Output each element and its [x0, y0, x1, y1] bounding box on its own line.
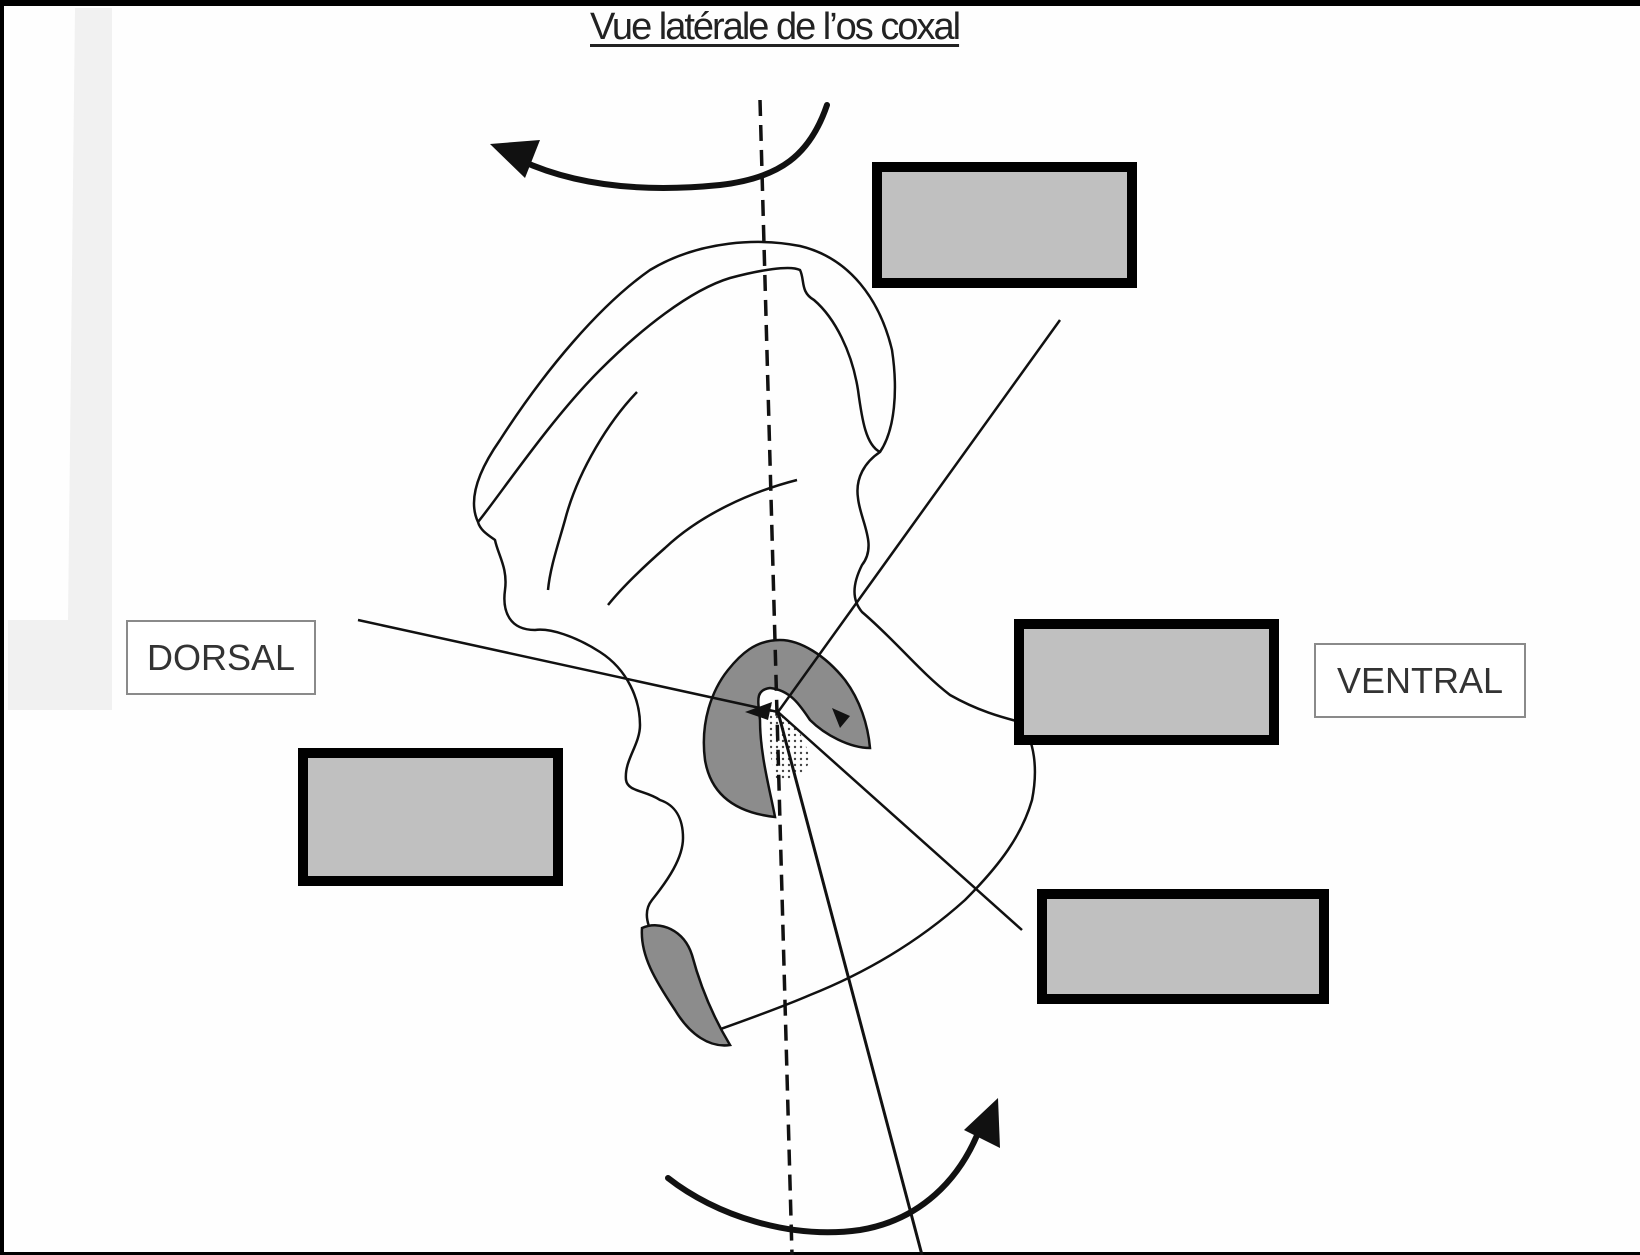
bottom-rotation-arrow [665, 1125, 983, 1236]
background-watermark [8, 8, 112, 710]
acetabular-fossa [769, 705, 810, 782]
ventral-label: VENTRAL [1314, 643, 1526, 718]
diagram-title: Vue latérale de l’os coxal [590, 6, 961, 48]
center-arrowhead-dorsal [745, 702, 772, 720]
caudal-axis-line [776, 711, 924, 1255]
hip-bone-outline [472, 240, 1037, 1032]
vertical-reference-axis [758, 99, 794, 1255]
bottom-rotation-arrowhead [964, 1098, 1000, 1148]
center-arrowhead-ventral [832, 708, 850, 728]
ventral-lower-axis-line [777, 711, 1023, 931]
answer-box-3[interactable] [298, 748, 563, 886]
ventral-upper-axis-line [776, 319, 1062, 713]
dorsal-label: DORSAL [126, 620, 316, 695]
posterior-gluteal-line [546, 391, 638, 591]
iliac-crest-inner-line [477, 266, 881, 523]
ischial-tuberosity [640, 924, 733, 1047]
answer-box-4[interactable] [1037, 889, 1329, 1004]
dorsal-axis-line [357, 618, 779, 714]
anterior-gluteal-line [607, 478, 798, 606]
answer-box-1[interactable] [872, 162, 1137, 288]
top-rotation-arrowhead [490, 140, 540, 178]
top-rotation-arrow [517, 102, 830, 192]
answer-box-2[interactable] [1014, 619, 1279, 745]
